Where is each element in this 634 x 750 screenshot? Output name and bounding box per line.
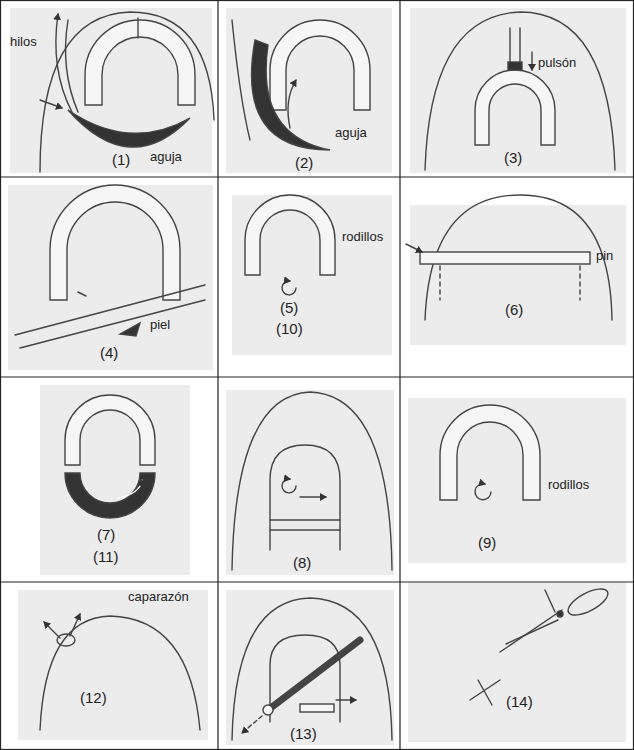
callout-number: (5) [280, 300, 298, 317]
callout-number: (8) [293, 555, 311, 572]
callout-number: (14) [506, 694, 533, 711]
part-label: rodillos [342, 230, 383, 244]
callout-number: (4) [100, 345, 118, 362]
callout-number: (1) [112, 152, 130, 169]
part-label: rodillos [548, 478, 589, 492]
part-label: pulsón [538, 56, 576, 70]
callout-number: (12) [80, 690, 107, 707]
callout-number: (10) [276, 321, 303, 338]
callout-number: (6) [505, 302, 523, 319]
part-label: hilos [10, 35, 37, 49]
callout-number: (3) [504, 150, 522, 167]
callout-number: (13) [290, 726, 317, 743]
callout-number: (7) [97, 527, 115, 544]
part-label: piel [150, 318, 170, 332]
part-label: caparazón [128, 590, 189, 604]
part-label: aguja [335, 126, 367, 140]
part-label: aguja [150, 150, 182, 164]
callout-number: (2) [295, 155, 313, 172]
callout-number: (11) [93, 549, 119, 566]
callout-number: (9) [478, 535, 496, 552]
part-label: pin [596, 249, 613, 263]
